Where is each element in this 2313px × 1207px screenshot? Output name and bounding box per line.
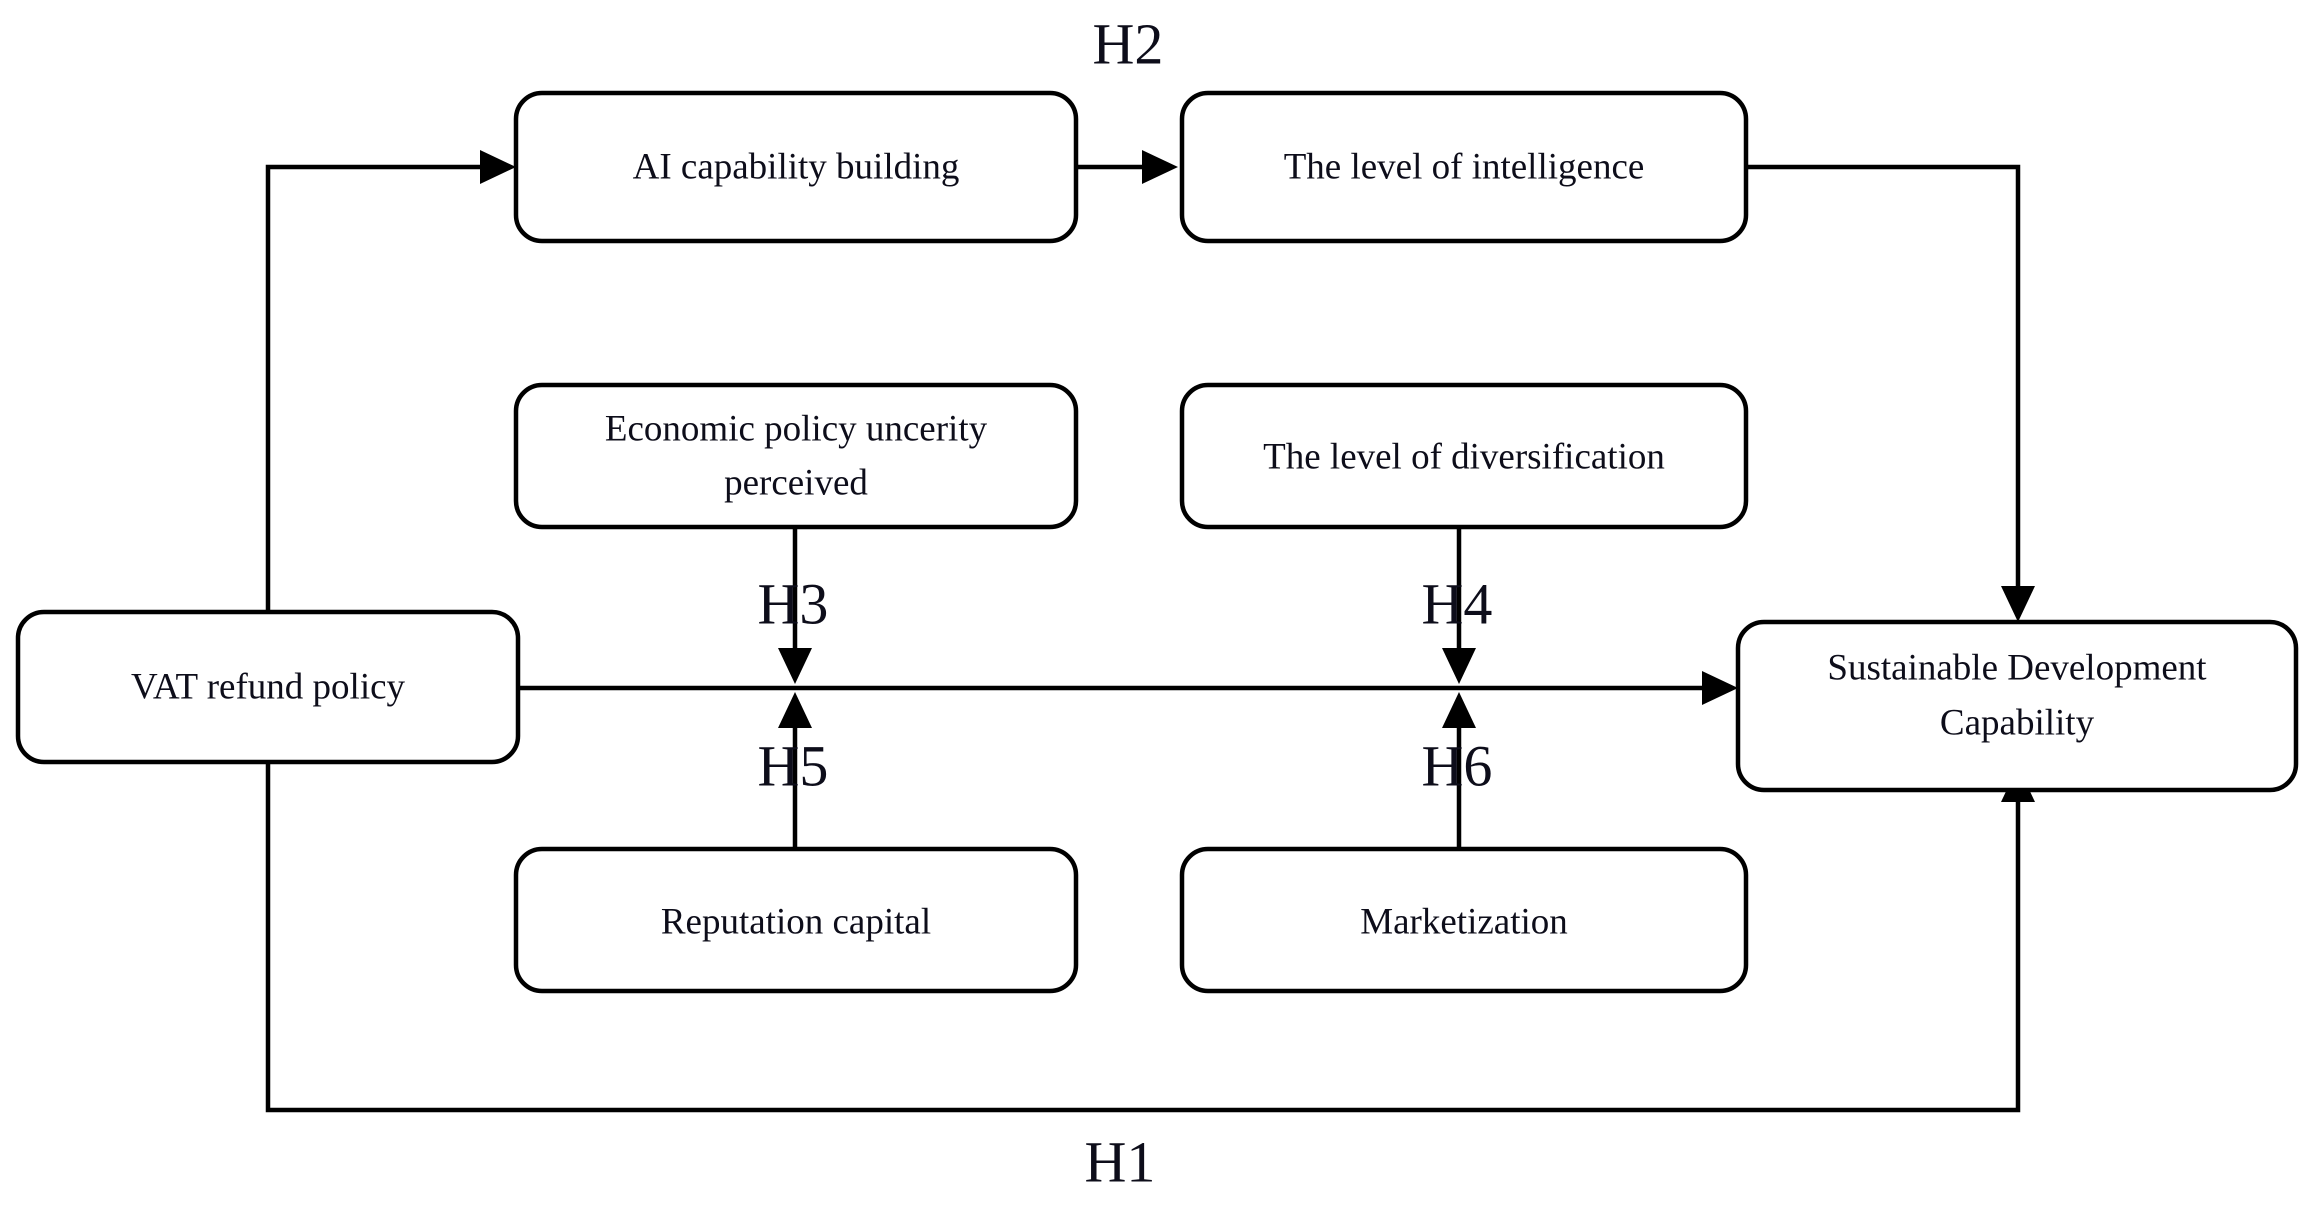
node-label-sdc-line1: Sustainable Development: [1827, 647, 2207, 688]
arrowhead-reputation-moderator: [778, 692, 812, 728]
hypothesis-label-h5: H5: [758, 733, 829, 798]
edge-intelligence-to-sdc: [1746, 164, 2035, 622]
hypothesis-label-h4: H4: [1422, 571, 1493, 636]
node-box-vat[interactable]: [15, 609, 521, 765]
node-reputation-capital[interactable]: Reputation capital: [513, 846, 1079, 994]
node-level-of-intelligence[interactable]: The level of intelligence: [1179, 90, 1749, 244]
node-label-marketization: Marketization: [1360, 901, 1568, 942]
node-box-sdc[interactable]: [1735, 619, 2299, 793]
node-label-intelligence: The level of intelligence: [1284, 146, 1645, 187]
node-label-sdc-line2: Capability: [1940, 702, 2095, 743]
arrowhead-diversification-moderator: [1442, 648, 1476, 684]
hypothesis-label-h6: H6: [1422, 733, 1493, 798]
edge-diversification-moderator: [1442, 527, 1476, 684]
arrowhead-epu-moderator: [778, 648, 812, 684]
edge-reputation-moderator: [778, 692, 812, 849]
edge-epu-moderator: [778, 527, 812, 684]
hypothesis-label-h2: H2: [1093, 11, 1164, 76]
node-box-epu[interactable]: [513, 382, 1079, 530]
arrowhead-into-sdc-left: [1702, 671, 1738, 705]
node-label-ai-capability: AI capability building: [633, 146, 960, 187]
node-box-ai-capability[interactable]: [513, 90, 1079, 244]
node-label-epu-line1: Economic policy uncerity: [605, 408, 988, 449]
node-box-reputation[interactable]: [513, 846, 1079, 994]
node-box-diversification[interactable]: [1179, 382, 1749, 530]
arrowhead-into-intelligence: [1142, 150, 1178, 184]
node-economic-policy-uncertainty[interactable]: Economic policy uncerity perceived: [513, 382, 1079, 530]
edge-vat-to-ai-capability: [265, 150, 516, 612]
arrowhead-marketization-moderator: [1442, 692, 1476, 728]
node-label-vat: VAT refund policy: [131, 666, 406, 707]
node-level-of-diversification[interactable]: The level of diversification: [1179, 382, 1749, 530]
node-marketization[interactable]: Marketization: [1179, 846, 1749, 994]
node-ai-capability-building[interactable]: AI capability building: [513, 90, 1079, 244]
edge-marketization-moderator: [1442, 692, 1476, 849]
node-box-intelligence[interactable]: [1179, 90, 1749, 244]
hypothesis-label-h1: H1: [1085, 1129, 1156, 1194]
node-box-marketization[interactable]: [1179, 846, 1749, 994]
node-label-epu-line2: perceived: [724, 462, 868, 503]
arrowhead-into-sdc-top: [2001, 586, 2035, 622]
node-sustainable-development-capability[interactable]: Sustainable Development Capability: [1735, 619, 2299, 793]
edge-vat-to-sdc-main: [518, 671, 1738, 705]
node-label-diversification: The level of diversification: [1263, 436, 1665, 477]
arrowhead-into-ai-capability: [480, 150, 516, 184]
edge-ai-capability-to-intelligence: [1076, 150, 1178, 184]
node-label-reputation: Reputation capital: [661, 901, 931, 942]
hypothesis-label-h3: H3: [758, 571, 829, 636]
node-vat-refund-policy[interactable]: VAT refund policy: [15, 609, 521, 765]
